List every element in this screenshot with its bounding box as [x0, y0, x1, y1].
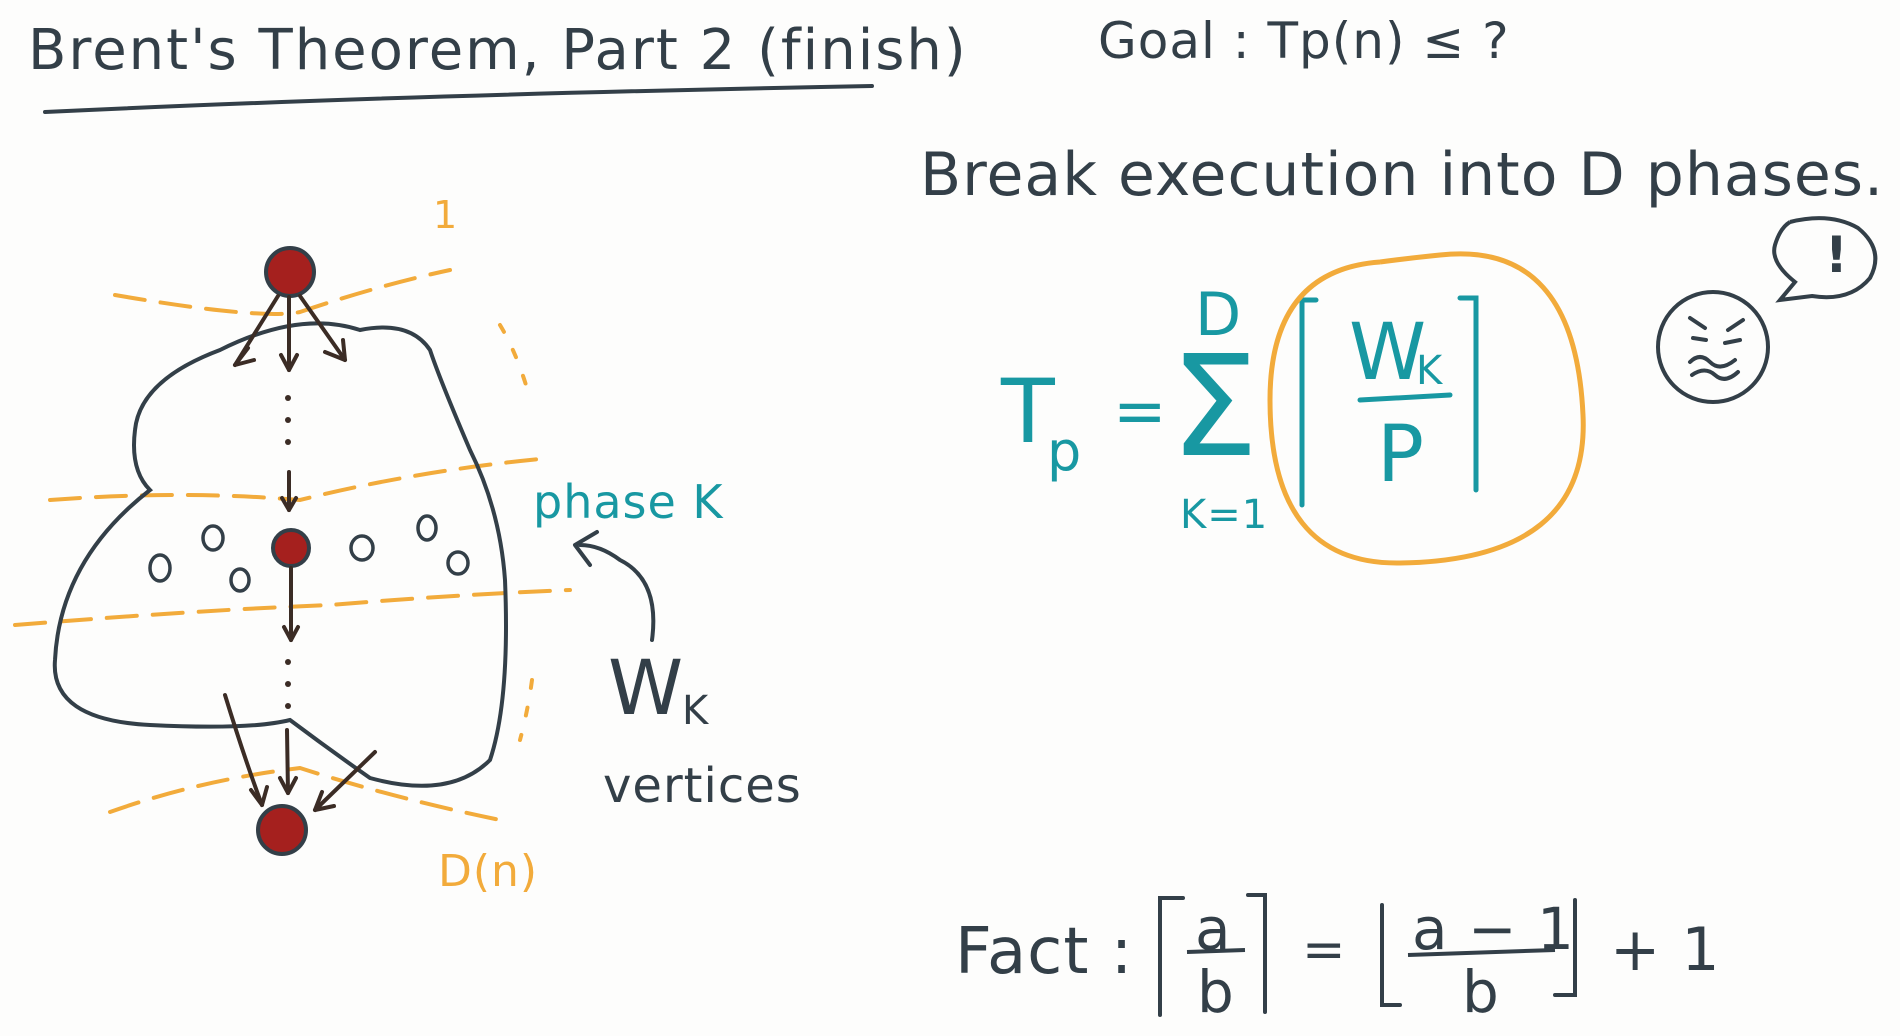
ceiling-bracket-right [1457, 295, 1479, 493]
arrow [313, 790, 336, 812]
fact-equals: = [1302, 920, 1347, 980]
fraction-numerator: W [1349, 308, 1428, 398]
arrow [323, 338, 347, 362]
arrow [313, 750, 377, 812]
arrow [280, 496, 298, 512]
dependency-arrows [223, 294, 377, 812]
exclamation-mark: ! [1825, 226, 1849, 284]
phase-label-top: 1 [433, 193, 459, 237]
phase-k-label: phase K [533, 475, 724, 529]
hollow-vertex [229, 567, 251, 593]
hollow-vertex [416, 514, 438, 542]
formula-equals: = [1113, 375, 1168, 449]
fact-rhs-denominator: b [1462, 958, 1500, 1026]
dotted-path [285, 395, 291, 709]
summation-upper-limit: D [1195, 280, 1243, 350]
phase-boundary-right-top [498, 323, 528, 387]
summation-lower-limit: K=1 [1180, 492, 1269, 538]
hollow-vertex [446, 550, 470, 576]
fact-label: Fact : [955, 915, 1134, 989]
fraction-denominator: P [1377, 410, 1426, 500]
page-title: Brent's Theorem, Part 2 (finish) [28, 18, 968, 83]
arrow [285, 728, 290, 795]
fact-floor-right [1553, 898, 1577, 997]
phase-k-pointer-arrow [578, 543, 656, 642]
vertices-label: vertices [603, 758, 802, 814]
arrow [279, 353, 299, 372]
hollow-vertex [148, 553, 172, 583]
fact-lhs-denominator: b [1197, 958, 1235, 1026]
fact-ceil-left [1158, 896, 1185, 1017]
phase-k-vertices [148, 514, 470, 593]
fact-floor-left [1380, 903, 1402, 1007]
fact-frac-bar-left [1186, 948, 1246, 954]
phase-label-bottom: D(n) [438, 846, 539, 897]
arrow [282, 625, 300, 642]
phase-statement: Break execution into D phases. [920, 140, 1885, 210]
hollow-vertex [201, 524, 225, 552]
dag-outline [52, 321, 508, 788]
summation-sigma: Σ [1170, 326, 1260, 489]
fact-rhs-numerator: a − 1 [1412, 895, 1575, 963]
phase-k-pointer-arrowhead [573, 530, 599, 567]
phase-boundary-lower [13, 588, 572, 627]
fact-lhs-numerator: a [1195, 895, 1232, 963]
fraction-numerator-subscript: K [1416, 348, 1444, 394]
phase-boundaries [13, 268, 572, 824]
frowny-face-icon [1656, 290, 1770, 404]
vertex-middle [271, 528, 311, 568]
arrow [278, 776, 298, 795]
highlight-circle [1267, 251, 1586, 566]
title-underline [43, 84, 874, 114]
fraction-bar [1357, 392, 1453, 403]
arrow [249, 785, 269, 807]
wk-subscript: K [682, 688, 710, 734]
speech-bubble-icon [1772, 216, 1878, 303]
fact-ceil-right [1246, 893, 1267, 1014]
phase-boundary-bottom [108, 765, 512, 824]
formula-lhs-subscript: p [1047, 420, 1083, 483]
vertex-top [264, 246, 316, 298]
phase-boundary-right-bottom [518, 678, 534, 742]
fact-frac-bar-right [1407, 948, 1556, 957]
wk-letter: W [608, 643, 685, 732]
goal-statement: Goal : Tp(n) ≤ ? [1098, 12, 1510, 70]
arrow [223, 693, 264, 807]
hollow-vertex [349, 534, 375, 562]
formula-lhs: T [1001, 360, 1056, 463]
phase-boundary-top [113, 268, 452, 316]
fact-plus-one: + 1 [1610, 915, 1721, 985]
ceiling-bracket-left [1299, 297, 1319, 508]
phase-boundary-upper [48, 456, 552, 503]
arrow [298, 294, 347, 362]
arrow [233, 346, 256, 367]
vertex-bottom [256, 804, 308, 856]
